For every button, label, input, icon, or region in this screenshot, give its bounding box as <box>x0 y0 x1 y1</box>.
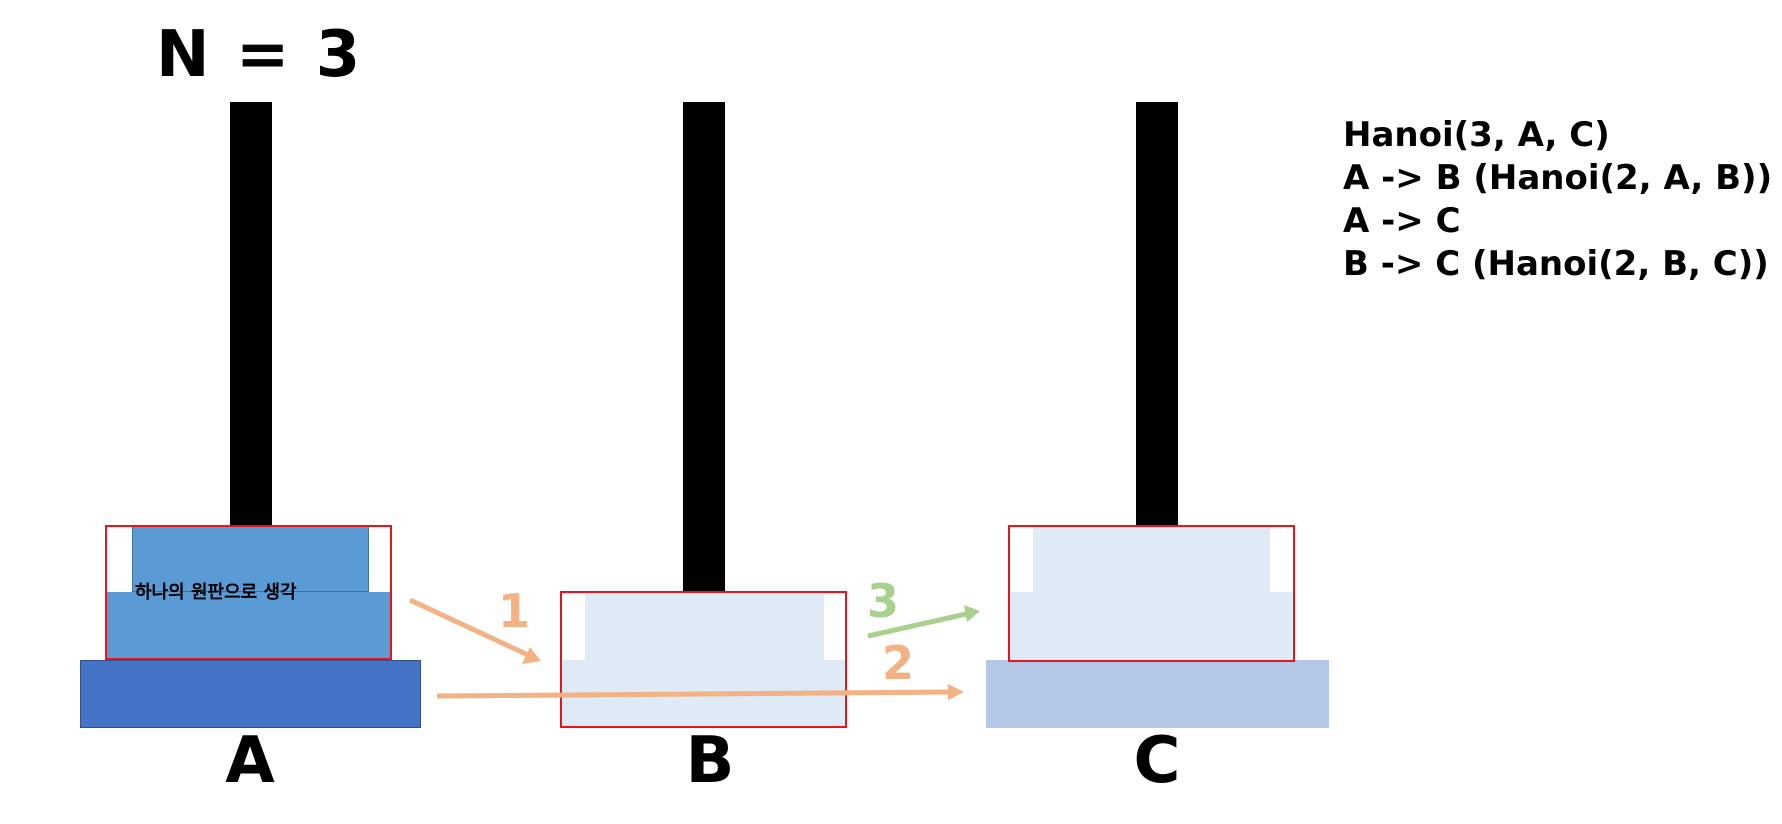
step-2-label: 2 <box>882 636 915 690</box>
recursion-steps: Hanoi(3, A, C) A -> B (Hanoi(2, A, B)) A… <box>1343 114 1772 286</box>
arrow-step-3 <box>867 605 980 639</box>
diagram-title: N = 3 <box>156 18 363 92</box>
peg-b-ghost-small-disk <box>585 592 824 660</box>
peg-b-gap-right <box>824 594 845 660</box>
arrow-step-1 <box>408 597 541 664</box>
peg-b-group-outline <box>560 591 847 728</box>
code-line-2: A -> B (Hanoi(2, A, B)) <box>1343 158 1773 198</box>
peg-c-rod <box>1136 102 1178 526</box>
peg-a-label: A <box>225 724 275 798</box>
step-3-label: 3 <box>867 574 900 628</box>
peg-c-ghost-small-disk <box>1033 526 1270 592</box>
peg-c-ghost-medium-disk <box>1008 592 1295 660</box>
code-line-4: B -> C (Hanoi(2, B, C)) <box>1343 244 1769 284</box>
peg-a-rod <box>230 102 272 526</box>
peg-c-label: C <box>1133 724 1181 798</box>
code-line-1: Hanoi(3, A, C) <box>1343 115 1610 155</box>
group-note: 하나의 원판으로 생각 <box>135 582 297 603</box>
peg-b-gap-left <box>561 594 585 660</box>
peg-c-group-outline <box>1008 525 1295 662</box>
peg-b-rod <box>683 102 725 592</box>
peg-c-ghost-large-disk <box>986 660 1329 728</box>
peg-a-large-disk <box>80 660 421 728</box>
peg-b-label: B <box>685 724 735 798</box>
peg-a-small-disk <box>132 526 369 592</box>
code-line-3: A -> C <box>1343 201 1461 241</box>
arrow-step-2 <box>436 684 964 700</box>
step-1-label: 1 <box>498 584 531 638</box>
peg-a-medium-disk <box>105 592 392 660</box>
peg-a-group-outline <box>105 525 392 660</box>
